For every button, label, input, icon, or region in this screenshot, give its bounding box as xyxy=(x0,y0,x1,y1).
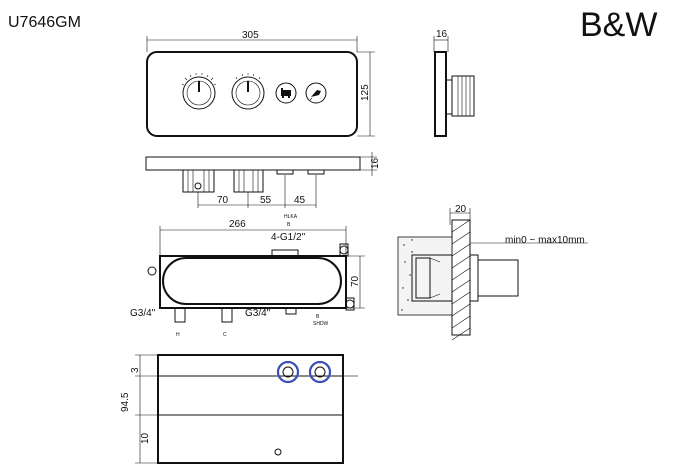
svg-text:B: B xyxy=(316,314,320,320)
body-width-label: 266 xyxy=(229,219,246,230)
top-thickness-label: 16 xyxy=(370,157,381,169)
bottom-view: 3 94.5 10 xyxy=(120,354,358,464)
body-outlet-label: 4-G1/2" xyxy=(271,232,306,243)
svg-text:HLKA: HLKA xyxy=(284,214,298,220)
top-spacing-70: 70 xyxy=(217,195,229,206)
shower-icon xyxy=(309,90,321,101)
bottom-label-3: 3 xyxy=(130,367,141,373)
top-view: 16 70 55 45 xyxy=(145,152,381,208)
mark-hot: H xyxy=(176,332,180,338)
highlighted-port-left xyxy=(276,360,300,384)
side-view: 16 xyxy=(433,29,475,137)
top-spacing-55: 55 xyxy=(260,195,272,206)
front-height-label: 125 xyxy=(360,84,371,101)
model-code: U7646GM xyxy=(8,14,81,31)
highlighted-port-right xyxy=(308,360,332,384)
bottom-label-94-5: 94.5 xyxy=(120,392,131,412)
bath-icon xyxy=(281,88,291,98)
top-spacing-45: 45 xyxy=(294,195,306,206)
inlet-left-label: G3/4" xyxy=(130,308,156,319)
front-width-label: 305 xyxy=(242,30,259,41)
brand-logo: B&W xyxy=(580,6,657,44)
inlet-right-label: G3/4" xyxy=(245,308,271,319)
wall-range-label: min0 ~ max10mm xyxy=(505,235,585,246)
bottom-label-10: 10 xyxy=(140,432,151,444)
svg-text:SHDW: SHDW xyxy=(313,321,329,327)
side-depth-label: 16 xyxy=(436,29,448,40)
front-view: 305 xyxy=(146,30,375,137)
svg-text:B: B xyxy=(287,222,291,228)
body-view: 266 HLKA B 4-G1/2" 70 G3/4" G3/4" H C B … xyxy=(130,214,365,338)
wall-section: 20 min0 ~ max10mm xyxy=(397,204,588,341)
mark-cold: C xyxy=(223,332,227,338)
body-height-label: 70 xyxy=(350,275,361,287)
wall-thickness-label: 20 xyxy=(455,204,467,215)
